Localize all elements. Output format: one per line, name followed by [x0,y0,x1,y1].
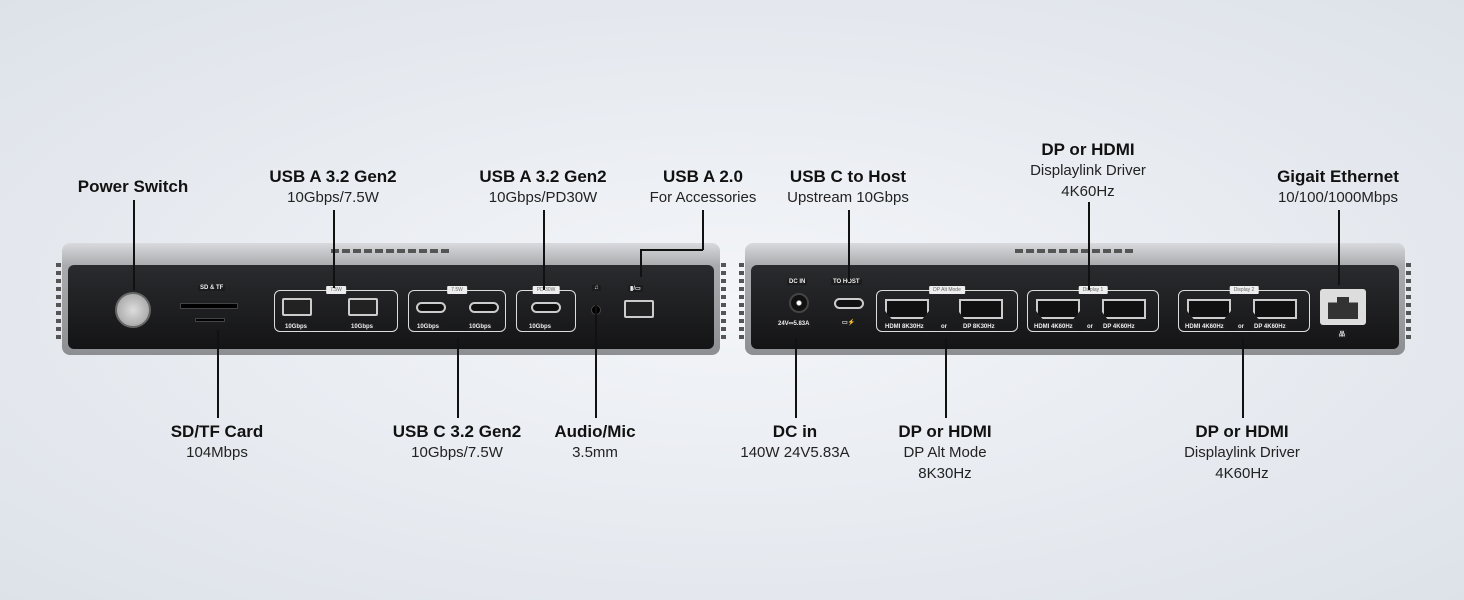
leader-line [640,249,642,277]
dc-rating: 24V⎓5.83A [776,321,812,328]
speed-label: 10Gbps [467,324,494,330]
leader-line [795,338,797,418]
usbc-group: 7.5W 10Gbps 10Gbps [408,286,506,332]
leader-line [217,330,219,418]
leader-line [640,249,703,251]
port-tag: 7.5W [326,286,346,294]
display2-group: Display 2 HDMI 4K60Hz or DP 4K60Hz [1178,286,1310,332]
to-host-label: TO HOST [831,279,862,285]
leader-line [1338,210,1340,285]
usbc-host-port[interactable] [834,298,864,309]
port-tag: Display 2 [1229,286,1259,294]
usba-group: 7.5W 10Gbps 10Gbps [274,286,398,332]
speed-label: 10Gbps [283,324,310,330]
mouse-keyboard-icon: ▮/▭ [628,285,643,292]
usbc-pd-port[interactable] [531,302,561,313]
speed-label: 10Gbps [527,324,554,330]
leader-line [595,305,597,418]
alt-mode-group: DP Alt Mode HDMI 8K30Hz or DP 8K30Hz [876,286,1018,332]
usba-port[interactable] [348,298,378,316]
front-panel: SD & TF 7.5W 10Gbps 10Gbps 7.5W 10Gbps 10G… [68,265,714,349]
network-icon: 品 [1337,329,1348,338]
power-button[interactable] [115,292,151,328]
leader-line [945,338,947,418]
leader-line [457,338,459,418]
usba-port[interactable] [282,298,312,316]
or-label: or [1085,324,1095,330]
port-label: DP 8K30Hz [961,324,997,330]
leader-line [333,210,335,288]
rear-panel: DC IN 24V⎓5.83A TO HOST ▭⚡ DP Alt Mode H… [751,265,1399,349]
leader-line [1088,202,1090,290]
logo [331,249,451,253]
sd-slot[interactable] [180,303,238,309]
speed-label: 10Gbps [415,324,442,330]
usba2-port[interactable] [624,300,654,318]
dp-port[interactable] [1102,299,1146,319]
hdmi-port[interactable] [885,299,929,319]
speed-label: 10Gbps [349,324,376,330]
laptop-charge-icon: ▭⚡ [840,319,858,326]
usbc-port[interactable] [469,302,499,313]
leader-line [1242,338,1244,418]
logo [1015,249,1135,253]
port-label: DP 4K60Hz [1101,324,1137,330]
headphone-icon: ♫ [592,285,601,291]
card-slot-label: SD & TF [198,285,226,291]
hdmi-port[interactable] [1036,299,1080,319]
leader-line [543,210,545,290]
dock-rear: DC IN 24V⎓5.83A TO HOST ▭⚡ DP Alt Mode H… [739,243,1411,355]
vent-fins [56,263,61,343]
label-power-switch: Power Switch [77,177,189,196]
dock-front: SD & TF 7.5W 10Gbps 10Gbps 7.5W 10Gbps 10G… [56,243,726,355]
or-label: or [1236,324,1246,330]
ethernet-port[interactable] [1320,289,1366,325]
port-tag: DP Alt Mode [929,286,965,294]
dp-port[interactable] [1253,299,1297,319]
vent-fins [721,263,726,343]
usbc-pd-group: PD 30W 10Gbps [516,286,576,332]
port-label: HDMI 4K60Hz [1183,324,1226,330]
leader-line [702,210,704,250]
leader-line [133,200,135,290]
dp-port[interactable] [959,299,1003,319]
port-label: DP 4K60Hz [1252,324,1288,330]
hdmi-port[interactable] [1187,299,1231,319]
leader-line [848,210,850,282]
port-label: HDMI 8K30Hz [883,324,926,330]
port-tag: Display 1 [1078,286,1108,294]
dc-jack[interactable] [789,293,809,313]
port-tag: PD 30W [532,286,560,294]
usbc-port[interactable] [416,302,446,313]
port-tag: 7.5W [447,286,467,294]
port-label: HDMI 4K60Hz [1032,324,1075,330]
tf-slot[interactable] [195,318,225,322]
display1-group: Display 1 HDMI 4K60Hz or DP 4K60Hz [1027,286,1159,332]
vent-fins [739,263,744,343]
vent-fins [1406,263,1411,343]
or-label: or [939,324,949,330]
dc-in-label: DC IN [787,279,808,285]
